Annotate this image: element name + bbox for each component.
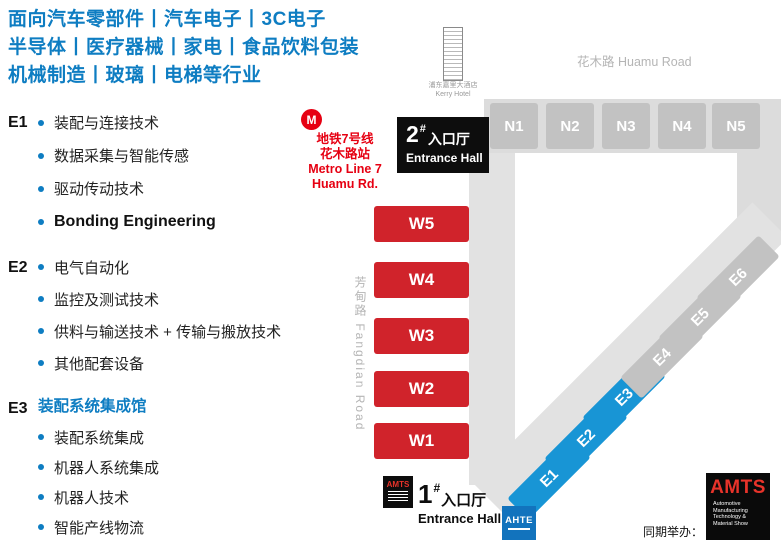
hall-n4: N4 <box>658 103 706 149</box>
entrance1-hash: # <box>433 481 441 495</box>
metro-station-en: Huamu Rd. <box>312 177 378 191</box>
legend-label-e2: E2 <box>8 259 28 276</box>
legend-label-e3: E3 <box>8 400 28 417</box>
metro-icon: M <box>301 109 322 130</box>
bullet-icon <box>38 119 44 126</box>
metro-station-cn: 花木路站 <box>319 147 370 161</box>
metro-info: 地铁7号线 花木路站 Metro Line 7 Huamu Rd. <box>297 132 393 192</box>
cohost-label: 同期举办： <box>643 525 704 539</box>
amts-logo-small: AMTS <box>383 476 413 508</box>
bullet-icon <box>38 264 44 270</box>
amts-sub-line: Manufacturing <box>713 507 748 514</box>
legend-e3-title: 装配系统集成馆 <box>38 398 147 415</box>
legend-section-e1: E1 装配与连接技术 数据采集与智能传感 驱动传动技术 Bonding Engi… <box>8 106 376 238</box>
industries-header: 面向汽车零部件丨汽车电子丨3C电子 半导体丨医疗器械丨家电丨食品饮料包装 机械制… <box>8 6 458 90</box>
entrance2-hash: # <box>419 123 426 135</box>
amts-logo-large: AMTS Automotive Manufacturing Technology… <box>706 473 770 540</box>
west-corridor <box>469 153 515 485</box>
bullet-icon <box>38 185 44 192</box>
bullet-icon <box>38 434 44 440</box>
legend-label-e1: E1 <box>8 114 28 131</box>
bullet-icon <box>38 360 44 366</box>
entrance-hall-2: 2 # 入口厅 Entrance Hall <box>397 117 489 173</box>
legend-item-text: 供料与输送技术 + 传输与搬放技术 <box>54 323 282 341</box>
legend-item: 其他配套设备 <box>38 347 281 379</box>
hotel-name-en: Kerry Hotel <box>435 91 471 98</box>
legend-section-e3: E3 装配系统集成馆 装配系统集成 机器人系统集成 机器人技术 智能产线物流 <box>8 392 376 542</box>
entrance1-label-cn: 入口厅 <box>441 492 487 509</box>
bullet-icon <box>38 464 44 470</box>
legend-item: 数据采集与智能传感 <box>38 139 216 172</box>
amts-sub-line: Automotive <box>713 501 741 507</box>
amts-logo-text: AMTS <box>386 480 410 489</box>
entrance2-number: 2 <box>406 121 419 147</box>
bullet-icon <box>38 296 44 302</box>
legend-item: 智能产线物流 <box>38 512 159 542</box>
legend-item-text: 监控及测试技术 <box>54 291 160 309</box>
legend-item-text: 驱动传动技术 <box>54 181 145 198</box>
hall-w1: W1 <box>374 423 469 459</box>
metro-line-en: Metro Line 7 <box>308 162 382 176</box>
entrance1-label-en: Entrance Hall <box>418 511 502 526</box>
ahte-logo: AHTE <box>502 506 536 540</box>
bullet-icon <box>38 494 44 500</box>
legend-item-text: 装配与连接技术 <box>54 115 160 132</box>
legend-item-text: 智能产线物流 <box>54 519 145 537</box>
entrance2-label-en: Entrance Hall <box>406 151 483 165</box>
legend-item-text: 其他配套设备 <box>54 355 145 373</box>
hall-n1: N1 <box>490 103 538 149</box>
legend-item-text: 机器人系统集成 <box>54 459 160 477</box>
hotel-name-cn: 浦东嘉里大酒店 <box>428 82 478 89</box>
amts-sub-line: Material Show <box>713 520 748 527</box>
hall-w3: W3 <box>374 318 469 354</box>
industries-line-2: 半导体丨医疗器械丨家电丨食品饮料包装 <box>8 37 360 58</box>
metro-line-cn: 地铁7号线 <box>316 132 374 146</box>
amts-sub-line: Technology & <box>713 514 747 520</box>
hall-w5: W5 <box>374 206 469 242</box>
east-diagonal-corridor <box>472 202 781 518</box>
hall-n5: N5 <box>712 103 760 149</box>
hall-w4: W4 <box>374 262 469 298</box>
bullet-icon <box>38 218 44 225</box>
legend-item: 供料与输送技术 + 传输与搬放技术 <box>38 315 281 347</box>
legend-item: 装配系统集成 <box>38 422 159 452</box>
hall-n2: N2 <box>546 103 594 149</box>
hall-w2: W2 <box>374 371 469 407</box>
huamu-road-label: 花木路 Huamu Road <box>577 55 692 69</box>
amts-logo-text: AMTS <box>710 477 766 498</box>
bullet-icon <box>38 328 44 334</box>
industries-line-3: 机械制造丨玻璃丨电梯等行业 <box>8 65 262 86</box>
hotel-building-icon <box>443 27 463 81</box>
legend-item-text: Bonding Engineering <box>54 212 216 230</box>
kerry-hotel-marker: 浦东嘉里大酒店 Kerry Hotel <box>427 27 479 99</box>
amts-logo-stripes-icon <box>388 491 408 501</box>
entrance2-label-cn: 入口厅 <box>427 131 470 147</box>
hall-n3: N3 <box>602 103 650 149</box>
legend-section-e2: E2 电气自动化 监控及测试技术 供料与输送技术 + 传输与搬放技术 其他配套设… <box>8 251 376 379</box>
bullet-icon <box>38 524 44 530</box>
entrance1-number: 1 <box>418 479 433 509</box>
entrance-hall-1: 1 # 入口厅 Entrance Hall <box>418 481 501 526</box>
legend-item-text: 机器人技术 <box>54 489 130 507</box>
legend-item-text: 装配系统集成 <box>54 429 145 447</box>
legend-item: 机器人技术 <box>38 482 159 512</box>
legend-item: 驱动传动技术 <box>38 172 216 205</box>
legend-item: 装配与连接技术 <box>38 106 216 139</box>
legend-item: Bonding Engineering <box>38 205 216 238</box>
ahte-logo-text: AHTE <box>505 515 533 526</box>
industries-line-1: 面向汽车零部件丨汽车电子丨3C电子 <box>8 9 326 30</box>
ahte-logo-bar-icon <box>508 528 530 530</box>
legend-item-text: 数据采集与智能传感 <box>54 148 190 165</box>
bullet-icon <box>38 152 44 159</box>
fangdian-road-label: 芳甸路 Fangdian Road <box>353 276 367 432</box>
legend-item: 监控及测试技术 <box>38 283 281 315</box>
legend-item-text: 电气自动化 <box>54 259 130 277</box>
hall-legend: E1 装配与连接技术 数据采集与智能传感 驱动传动技术 Bonding Engi… <box>8 106 376 542</box>
legend-item: 机器人系统集成 <box>38 452 159 482</box>
legend-item: 电气自动化 <box>38 251 281 283</box>
